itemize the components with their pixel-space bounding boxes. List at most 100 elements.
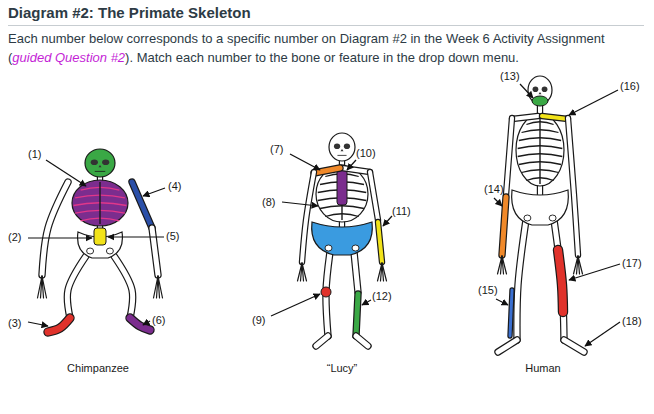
clavicle-outline [342, 168, 370, 172]
callout-number: (17) [622, 257, 642, 269]
arm-bone-outline [42, 182, 68, 275]
callout-number: (15) [478, 284, 498, 296]
finger-bone [502, 256, 507, 274]
callout-number: (1) [28, 148, 41, 160]
arm-bone-outline [506, 118, 512, 195]
callout-number: (9) [252, 314, 265, 326]
foot-bone-outline [48, 318, 70, 332]
obturator-foramen [524, 215, 531, 221]
eye-socket [334, 144, 340, 150]
diagram-title: Diagram #2: The Primate Skeleton [8, 4, 644, 26]
sternum-line [539, 116, 540, 184]
leader-arrow [347, 160, 356, 170]
obturator-foramen [325, 245, 332, 251]
foot-bone-outline [316, 336, 328, 346]
eye-socket [102, 160, 109, 166]
fibula [510, 290, 512, 336]
skull [85, 149, 115, 177]
callout-number: (2) [8, 231, 21, 243]
callout-number: (6) [152, 314, 165, 326]
arm-bone-outline [370, 172, 378, 220]
finger-bone [38, 276, 43, 298]
arm-bone-outline [302, 172, 314, 262]
foot-bone [48, 318, 70, 332]
ulna [378, 222, 382, 262]
leader-arrow [290, 154, 320, 170]
radius [502, 197, 506, 255]
leader-arrow [108, 236, 164, 237]
callout-number: (11) [392, 205, 411, 217]
leader-arrow [46, 160, 86, 186]
callout-number: (4) [168, 180, 181, 192]
foot-bone-outline [356, 336, 368, 346]
arm-bone [370, 172, 378, 220]
sternum-line [99, 182, 100, 224]
tibia-outline [558, 250, 563, 312]
species-label: Chimpanzee [67, 362, 129, 374]
human-skeleton [498, 76, 585, 352]
finger-bone [574, 256, 579, 274]
leg-bone [354, 252, 358, 292]
ulna-outline [378, 222, 382, 262]
leader-arrow [143, 188, 165, 196]
obturator-foramen [87, 248, 94, 254]
callout-number: (14) [484, 183, 504, 195]
nasal-cavity [539, 92, 542, 94]
tibia [356, 294, 358, 336]
clavicle [542, 116, 568, 119]
instruction-text: ). Match each number to the bone or feat… [125, 50, 519, 65]
leg-bone [67, 256, 86, 318]
tibia-outline [356, 294, 358, 336]
callout-number: (13) [500, 70, 520, 82]
leg-bone [554, 220, 564, 340]
obturator-foramen [549, 215, 556, 221]
leg-bone-outline [354, 252, 358, 292]
obturator-foramen [106, 248, 113, 254]
leader-arrow [282, 202, 318, 206]
ribcage [516, 114, 564, 186]
sacrum [94, 228, 106, 245]
knee-joint [321, 287, 331, 297]
nasal-cavity [341, 149, 344, 151]
callout-number: (8) [262, 196, 275, 208]
ribcage [72, 180, 128, 226]
leg-bone-outline [517, 220, 526, 340]
finger-bone [154, 276, 159, 298]
eye-socket [344, 144, 350, 150]
finger-bone [378, 263, 383, 281]
finger-bone [298, 263, 303, 281]
eye-socket [533, 87, 539, 93]
teeth-line [337, 155, 346, 156]
callout-number: (12) [372, 290, 392, 302]
species-label: Human [525, 362, 560, 374]
foot-bone-outline [498, 340, 517, 352]
leader-arrow [496, 299, 508, 305]
leg-bone [114, 256, 133, 318]
mandible [532, 96, 548, 106]
skull [329, 133, 355, 161]
tibia [558, 250, 563, 312]
leg-bone-outline [67, 256, 86, 318]
arm-bone [568, 118, 578, 255]
leg-bone-outline [554, 220, 564, 340]
clavicle-outline [512, 116, 538, 119]
obturator-foramen [352, 245, 359, 251]
leader-arrow [28, 237, 92, 238]
leader-arrow [383, 216, 392, 226]
eye-socket [91, 160, 98, 166]
arm-bone [302, 172, 314, 262]
leader-arrow [569, 90, 618, 115]
leader-arrow [494, 198, 502, 206]
finger-bone [42, 276, 47, 298]
radius-outline [502, 197, 506, 255]
callout-number: (5) [166, 230, 179, 242]
humerus-outline [132, 182, 152, 228]
species-label: “Lucy” [327, 362, 358, 374]
finger-bone [498, 256, 503, 274]
leader-arrow [271, 294, 320, 316]
callout-number: (16) [620, 80, 640, 92]
assignment-link: guided Question #2 [12, 50, 125, 65]
clavicle-outline [542, 116, 568, 119]
humerus [132, 182, 152, 228]
